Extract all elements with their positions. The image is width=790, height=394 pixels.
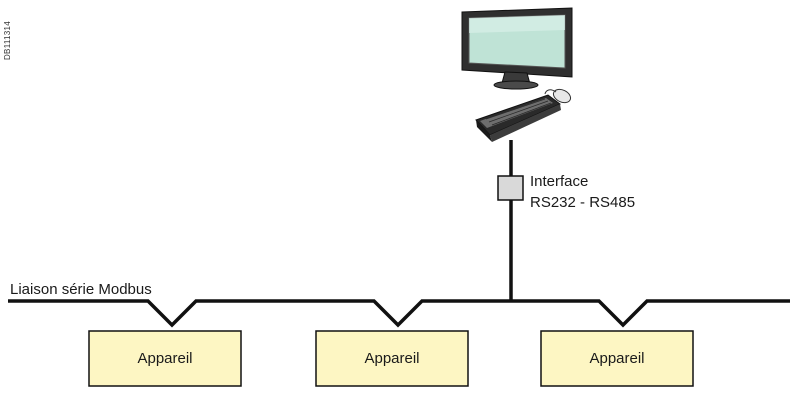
device-1: Appareil: [88, 330, 242, 387]
device-3: Appareil: [540, 330, 694, 387]
interface-label-line2: RS232 - RS485: [530, 194, 635, 211]
bus-label: Liaison série Modbus: [10, 281, 152, 298]
device-2: Appareil: [315, 330, 469, 387]
device-1-label: Appareil: [137, 350, 192, 367]
interface-label-line1: Interface: [530, 173, 588, 190]
device-2-label: Appareil: [364, 350, 419, 367]
modbus-bus-line: [8, 299, 790, 328]
interface-box: [497, 175, 524, 201]
device-3-label: Appareil: [589, 350, 644, 367]
computer-icon: [461, 7, 573, 142]
